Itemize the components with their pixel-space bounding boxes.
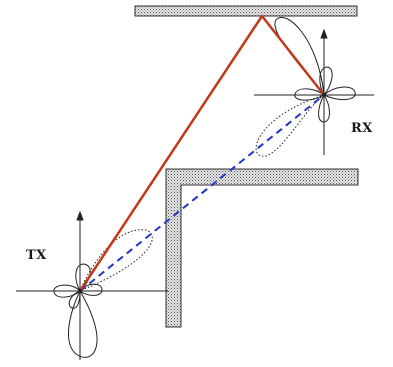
rx-radiation-pattern <box>255 17 356 157</box>
rx-main-lobe <box>274 17 325 97</box>
direct-path <box>79 94 325 292</box>
rx-label: RX <box>351 121 373 136</box>
rx-steered-lobe <box>255 94 325 157</box>
rx-lower-lobe <box>318 94 330 123</box>
rx-antenna-point <box>322 93 326 97</box>
rx-back-lobe <box>319 66 333 96</box>
tx-antenna-point <box>78 289 82 293</box>
rx-side-lobe-left <box>294 88 325 101</box>
reflected-path <box>78 14 325 292</box>
tx-side-lobe-left <box>53 284 81 298</box>
tx-radiation-pattern <box>53 229 153 358</box>
tx-label: TX <box>26 248 47 263</box>
obstruction-wall <box>165 168 359 328</box>
ceiling-wall <box>134 5 358 17</box>
tx-side-lobe-right <box>79 283 103 296</box>
tx-main-lobe <box>68 289 98 358</box>
tx-steered-lobe <box>79 229 153 292</box>
rx-side-lobe-right <box>323 86 356 100</box>
tx-small-lobe <box>68 290 81 309</box>
